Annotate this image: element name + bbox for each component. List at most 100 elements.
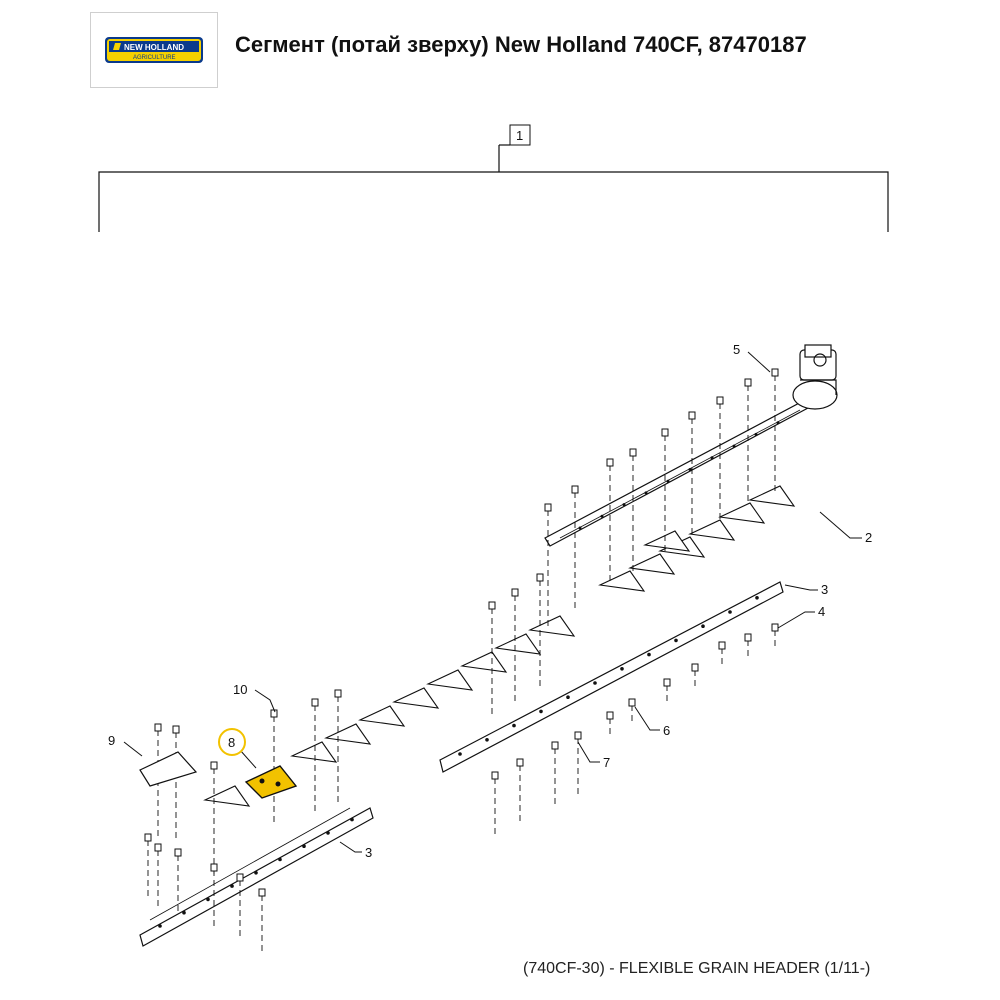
bolt <box>154 723 162 732</box>
bolt <box>536 573 544 582</box>
callout-1: 1 <box>516 128 523 143</box>
bolt <box>334 689 342 698</box>
bar-hole <box>666 479 670 483</box>
bolt <box>744 378 752 387</box>
bolt <box>574 731 582 740</box>
bar-hole <box>622 503 626 507</box>
bar-hole <box>302 844 306 848</box>
knife-segment <box>598 570 646 592</box>
bar-hole <box>688 468 692 471</box>
bar-hole <box>458 752 462 756</box>
callout-6: 6 <box>663 723 670 738</box>
new-holland-logo: NEW HOLLAND AGRICULTURE <box>105 37 203 63</box>
bolt <box>144 833 152 842</box>
bolt <box>551 741 559 750</box>
bar-hole <box>701 624 705 628</box>
callout-4: 4 <box>818 604 825 619</box>
bar-hole <box>254 871 258 875</box>
bolt <box>236 873 244 882</box>
bar-hole <box>485 738 489 742</box>
bolt <box>270 709 278 718</box>
diagram-caption: (740CF-30) - FLEXIBLE GRAIN HEADER (1/11… <box>523 960 871 977</box>
callout-3-right: 3 <box>821 582 828 597</box>
bar-hole <box>620 667 624 671</box>
bar-hole <box>644 491 648 495</box>
bar-hole <box>512 723 516 728</box>
knife-segment <box>460 651 508 673</box>
bar-hole <box>755 596 759 600</box>
knife-segment <box>324 723 372 745</box>
bar-hole <box>578 526 582 530</box>
bolt <box>716 396 724 405</box>
bolt <box>154 843 162 852</box>
logo-line1: NEW HOLLAND <box>124 43 184 52</box>
bar-hole <box>776 421 780 425</box>
bolt <box>691 663 699 672</box>
bar-hole <box>593 681 597 685</box>
bolt <box>511 588 519 597</box>
bar-hole <box>674 638 678 643</box>
callout-5: 5 <box>733 342 740 357</box>
knife-segment <box>688 519 736 541</box>
knife-drive-head <box>792 344 838 410</box>
bar-hole <box>732 444 736 448</box>
knife-segment <box>643 530 691 552</box>
bolt <box>661 428 669 437</box>
bar-hole <box>278 857 282 862</box>
bolt <box>172 725 180 734</box>
bar-hole <box>206 897 210 902</box>
bolt <box>606 711 614 720</box>
callout-7: 7 <box>603 755 610 770</box>
bolt <box>771 623 779 632</box>
knife-segment <box>426 669 474 691</box>
bolt <box>516 758 524 767</box>
callout-2: 2 <box>865 530 872 545</box>
end-clip-9 <box>139 751 198 787</box>
bar-hole <box>539 709 543 714</box>
bolt <box>688 411 696 420</box>
bolt <box>258 888 266 897</box>
bolt <box>663 678 671 687</box>
knife-segment <box>494 633 542 655</box>
guard-bar-right <box>439 581 784 773</box>
callout-3-left: 3 <box>365 845 372 860</box>
callout-8: 8 <box>228 735 235 750</box>
bolt <box>174 848 182 857</box>
bolt <box>628 698 636 707</box>
callout-ring-8 <box>218 728 246 756</box>
bar-hole <box>710 456 714 460</box>
bolt <box>210 863 218 872</box>
bar-hole <box>647 652 651 657</box>
guard-bar-left <box>139 807 374 947</box>
bar-hole <box>230 884 234 888</box>
bar-hole <box>728 610 732 614</box>
bolt <box>771 368 779 377</box>
bolt <box>311 698 319 707</box>
knife-segment <box>290 741 338 763</box>
callout-9: 9 <box>108 733 115 748</box>
bar-hole <box>182 910 186 915</box>
assembly-bracket <box>98 171 889 232</box>
page-title: Сегмент (потай зверху) New Holland 740CF… <box>235 32 807 57</box>
bar-hole <box>754 432 758 436</box>
upper-knife-bar <box>544 399 809 547</box>
knife-segment <box>718 502 766 524</box>
logo-frame: NEW HOLLAND AGRICULTURE <box>90 12 218 88</box>
knife-segment <box>628 553 676 575</box>
bar-hole <box>158 924 162 928</box>
knife-segment <box>528 615 576 637</box>
bar-hole <box>326 831 330 835</box>
bolt <box>488 601 496 610</box>
highlighted-segment <box>244 765 298 799</box>
logo-line2: AGRICULTURE <box>133 55 176 61</box>
bolt <box>544 503 552 512</box>
bolt <box>491 771 499 780</box>
bolt <box>210 761 218 770</box>
knife-segment <box>748 485 796 507</box>
bolt <box>606 458 614 467</box>
callout-10: 10 <box>233 682 247 697</box>
bolt <box>744 633 752 642</box>
bolt <box>629 448 637 457</box>
knife-segment <box>358 705 406 727</box>
knife-segment <box>203 785 251 807</box>
